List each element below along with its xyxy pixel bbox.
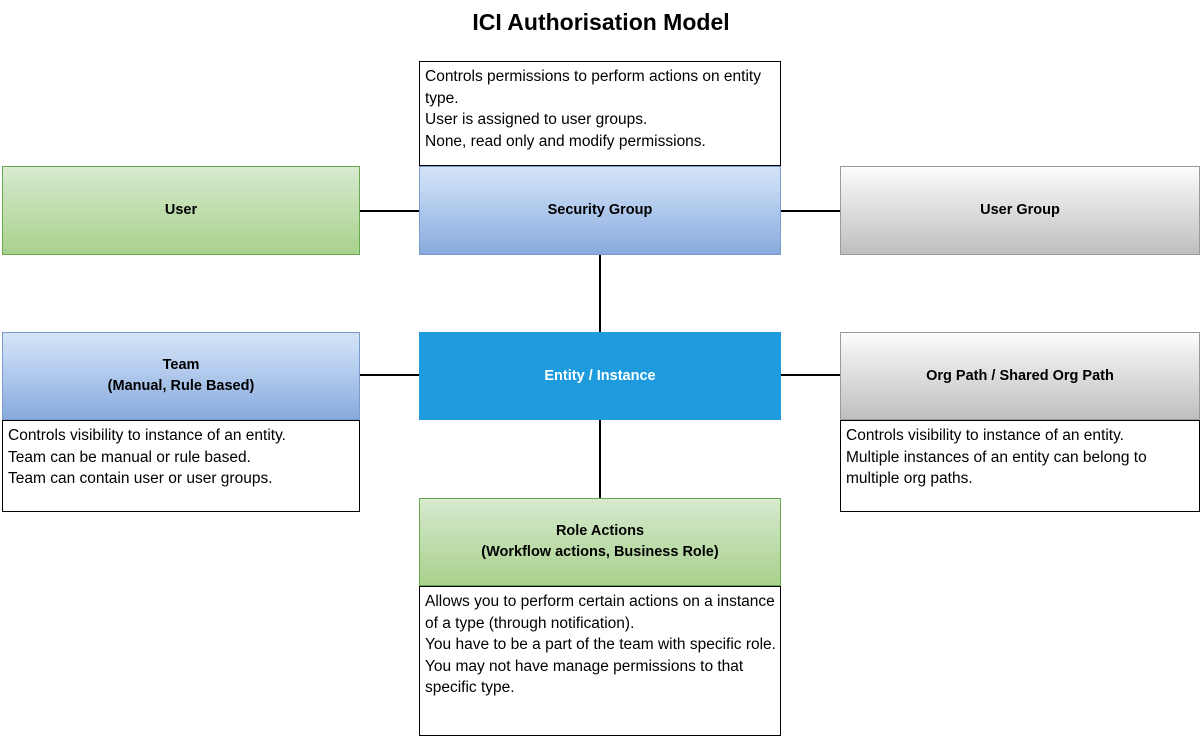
connector-security-group-to-user-group [780, 210, 841, 212]
node-org-path-label: Org Path / Shared Org Path [926, 367, 1114, 384]
node-team-label-line2: (Manual, Rule Based) [107, 378, 255, 394]
node-team[interactable]: Team (Manual, Rule Based) [2, 332, 360, 420]
node-role-actions-label-line2: (Workflow actions, Business Role) [481, 544, 719, 560]
node-user-label: User [164, 202, 198, 218]
node-user-group-label: User Group [980, 202, 1060, 218]
node-user-group[interactable]: User Group [840, 166, 1200, 255]
connector-user-to-security-group [360, 210, 420, 212]
note-role-actions: Allows you to perform certain actions on… [419, 586, 781, 736]
node-entity-instance[interactable]: Entity / Instance [419, 332, 781, 420]
node-user[interactable]: User [2, 166, 360, 255]
node-org-path[interactable]: Org Path / Shared Org Path [840, 332, 1200, 420]
connector-entity-to-role-actions [599, 419, 601, 498]
node-entity-instance-label: Entity / Instance [544, 367, 656, 384]
note-security-group: Controls permissions to perform actions … [419, 61, 781, 166]
node-role-actions[interactable]: Role Actions (Workflow actions, Business… [419, 498, 781, 586]
page-title: ICI Authorisation Model [472, 9, 730, 35]
connector-security-group-to-entity [599, 254, 601, 334]
note-org-path: Controls visibility to instance of an en… [840, 420, 1200, 512]
connector-team-to-entity [359, 374, 420, 376]
node-role-actions-label-line1: Role Actions [555, 523, 645, 539]
connector-entity-to-org-path [780, 374, 841, 376]
note-team: Controls visibility to instance of an en… [2, 420, 360, 512]
node-security-group[interactable]: Security Group [419, 166, 781, 255]
node-security-group-label: Security Group [547, 202, 653, 218]
node-team-label-line1: Team [162, 357, 200, 373]
